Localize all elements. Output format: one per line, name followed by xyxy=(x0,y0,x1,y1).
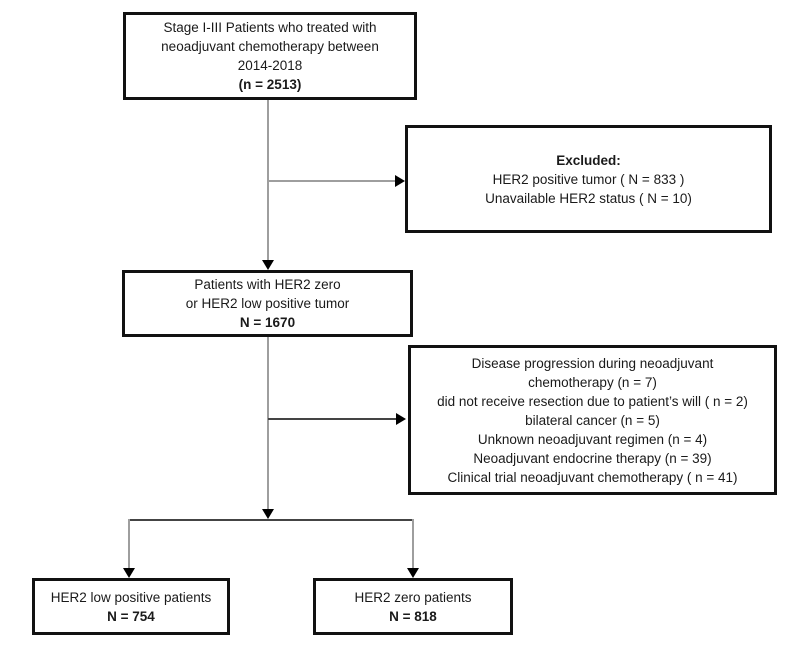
box-text-line: Stage I-III Patients who treated with xyxy=(163,20,377,35)
box-title: Excluded: xyxy=(556,152,621,168)
connector-cohort-to-split xyxy=(267,337,269,509)
box-excluded-her2: Excluded: HER2 positive tumor ( N = 833 … xyxy=(405,125,772,233)
box-text-line: Unknown neoadjuvant regimen (n = 4) xyxy=(477,431,708,447)
box-text-line: chemotherapy (n = 7) xyxy=(528,374,657,390)
box-text-line: Unavailable HER2 status ( N = 10) xyxy=(485,190,692,206)
box-text-line: Neoadjuvant endocrine therapy (n = 39) xyxy=(473,450,712,466)
box-text-line: HER2 positive tumor ( N = 833 ) xyxy=(492,171,685,187)
box-her2-low: HER2 low positive patients N = 754 xyxy=(32,578,230,635)
box-text-line: 2014-2018 xyxy=(237,58,303,73)
box-text-line: or HER2 low positive tumor xyxy=(185,296,350,311)
box-text-line: HER2 zero patients xyxy=(354,589,472,605)
box-text-line: did not receive resection due to patient… xyxy=(437,393,748,409)
connector-initial-to-cohort xyxy=(267,100,269,261)
arrowhead-right-excluded-other-icon xyxy=(396,413,406,425)
box-n-count: N = 1670 xyxy=(239,315,296,330)
box-her2-zero: HER2 zero patients N = 818 xyxy=(313,578,513,635)
arrowhead-down-cohort-icon xyxy=(262,260,274,270)
box-her2-cohort: Patients with HER2 zero or HER2 low posi… xyxy=(122,270,413,337)
connector-branch-excluded-other xyxy=(268,418,397,420)
arrowhead-down-her2-zero-icon xyxy=(407,568,419,578)
box-text-line: neoadjuvant chemotherapy between xyxy=(161,39,379,54)
box-text-line: Disease progression during neoadjuvant xyxy=(471,355,714,371)
box-text-line: Clinical trial neoadjuvant chemotherapy … xyxy=(447,469,738,485)
box-initial-cohort: Stage I-III Patients who treated with ne… xyxy=(123,12,417,100)
arrowhead-down-her2-low-icon xyxy=(123,568,135,578)
box-n-count: N = 818 xyxy=(389,608,437,624)
connector-branch-excluded-her2 xyxy=(268,180,396,182)
box-text-line: HER2 low positive patients xyxy=(50,589,212,605)
box-n-count: N = 754 xyxy=(107,608,155,624)
connector-split-horizontal xyxy=(128,519,414,521)
arrowhead-down-split-icon xyxy=(262,509,274,519)
box-excluded-other: Disease progression during neoadjuvant c… xyxy=(408,345,777,495)
box-text-line: bilateral cancer (n = 5) xyxy=(525,412,660,428)
connector-split-to-her2-low xyxy=(128,519,130,568)
box-n-count: (n = 2513) xyxy=(238,77,302,92)
box-text-line: Patients with HER2 zero xyxy=(194,277,341,292)
arrowhead-right-excluded-her2-icon xyxy=(395,175,405,187)
connector-split-to-her2-zero xyxy=(412,519,414,568)
